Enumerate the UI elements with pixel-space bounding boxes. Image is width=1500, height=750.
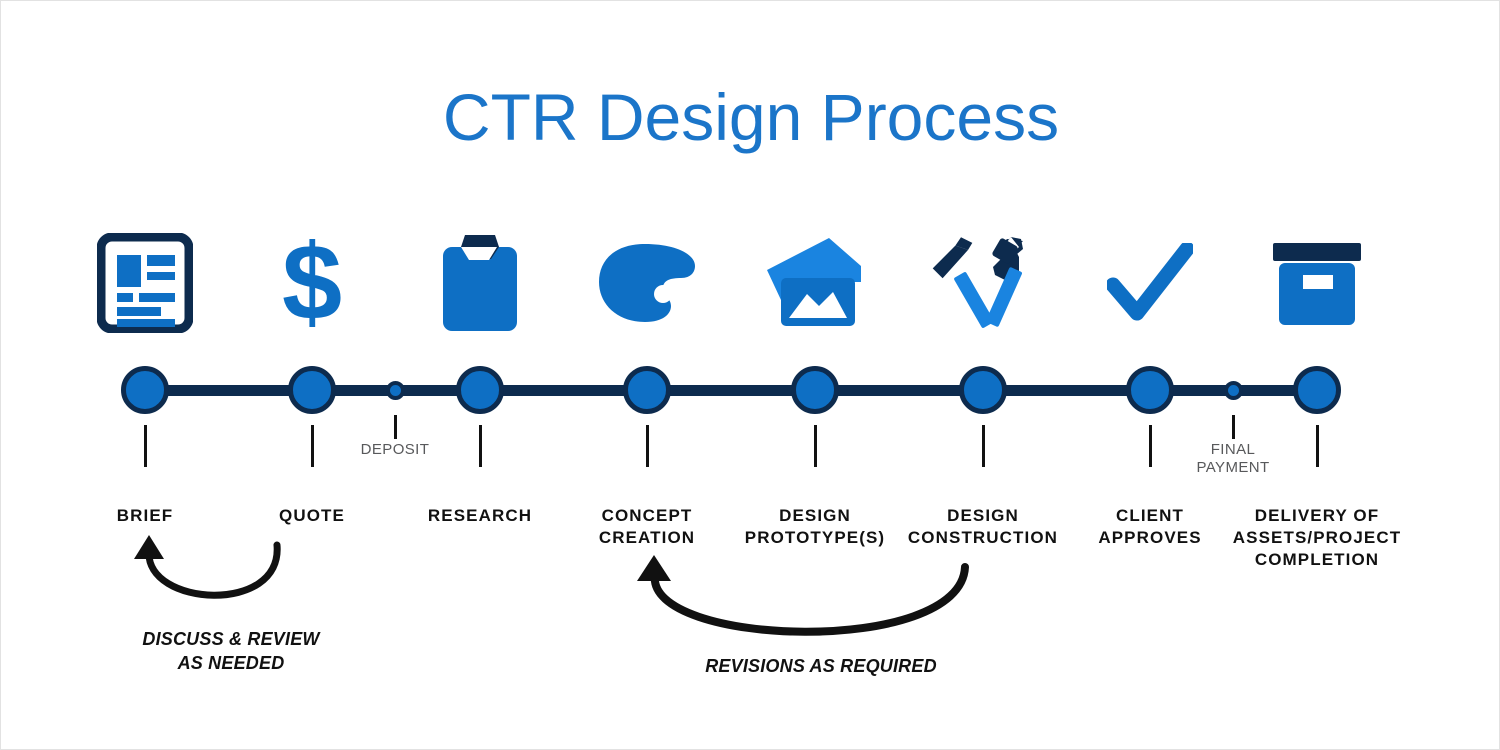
discuss-review-loop-arrow [134,535,281,599]
tick-final-payment [1231,415,1235,439]
tools-icon [923,229,1043,337]
images-icon [755,229,875,337]
timeline-node-approve[interactable] [1126,366,1174,414]
box-icon [1257,229,1377,337]
timeline-track [131,385,1331,396]
stage-label-brief: BRIEF [116,506,174,525]
stage-label-quote: QUOTE [279,506,345,525]
tick-deposit [393,415,397,439]
clipboard-icon [420,229,540,337]
tick-construct [981,425,985,467]
timeline-node-deposit[interactable] [385,381,405,400]
timeline-node-prototype[interactable] [791,366,839,414]
tick-approve [1148,425,1152,467]
timeline-node-final-payment[interactable] [1223,381,1243,400]
dollar-sign-icon: $ [252,229,372,337]
page-title: CTR Design Process [442,80,1060,154]
tick-brief [143,425,147,467]
document-icon [85,229,205,337]
tick-delivery [1315,425,1319,467]
revisions-loop-arrow [637,555,969,636]
timeline-node-brief[interactable] [121,366,169,414]
tick-prototype [813,425,817,467]
palette-icon [587,229,707,337]
loop-caption-revisions: REVISIONS AS REQUIRED [705,656,937,676]
tick-research [478,425,482,467]
timeline-node-construct[interactable] [959,366,1007,414]
stage-label-research: RESEARCH [427,506,533,525]
milestone-label-deposit: DEPOSIT [360,441,430,458]
tick-concept [645,425,649,467]
svg-text:$: $ [282,231,342,335]
timeline-node-delivery[interactable] [1293,366,1341,414]
checkmark-icon [1090,229,1210,337]
timeline-node-research[interactable] [456,366,504,414]
timeline-node-quote[interactable] [288,366,336,414]
tick-quote [310,425,314,467]
timeline-node-concept[interactable] [623,366,671,414]
